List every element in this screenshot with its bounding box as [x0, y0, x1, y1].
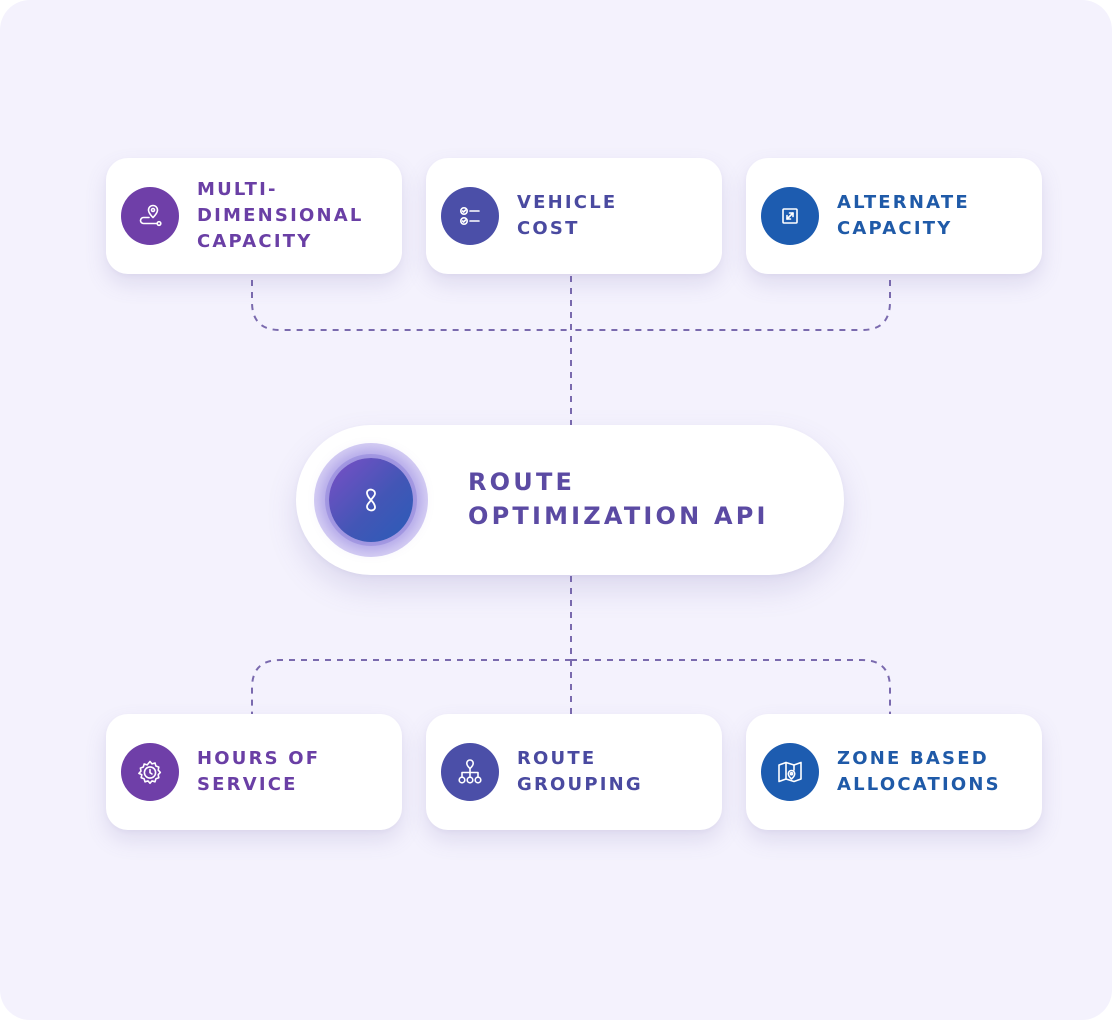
card-hours-of-service: HOURS OF SERVICE [106, 714, 402, 830]
top-connector-right [571, 280, 891, 331]
hierarchy-icon [441, 743, 499, 801]
map-pin-icon [761, 743, 819, 801]
gear-clock-icon [121, 743, 179, 801]
card-label: MULTI- DIMENSIONAL CAPACITY [197, 179, 364, 252]
bottom-connector-left [251, 659, 571, 714]
card-route-grouping: ROUTE GROUPING [426, 714, 722, 830]
infinity-icon [329, 458, 413, 542]
checklist-icon [441, 187, 499, 245]
card-label: ALTERNATE CAPACITY [837, 192, 970, 239]
card-zone-based-allocations: ZONE BASED ALLOCATIONS [746, 714, 1042, 830]
center-label: ROUTE OPTIMIZATION API [468, 468, 769, 530]
card-label: HOURS OF SERVICE [197, 748, 321, 795]
route-pin-icon [121, 187, 179, 245]
card-multi-dimensional-capacity: MULTI- DIMENSIONAL CAPACITY [106, 158, 402, 274]
bottom-connector-right [571, 659, 891, 714]
center-icon-halo [314, 443, 428, 557]
card-alternate-capacity: ALTERNATE CAPACITY [746, 158, 1042, 274]
card-vehicle-cost: VEHICLE COST [426, 158, 722, 274]
top-connector-left [251, 280, 571, 331]
card-label: VEHICLE COST [517, 192, 618, 239]
card-label: ROUTE GROUPING [517, 748, 643, 795]
route-optimization-api-node: ROUTE OPTIMIZATION API [296, 425, 844, 575]
resize-icon [761, 187, 819, 245]
card-label: ZONE BASED ALLOCATIONS [837, 748, 1001, 795]
